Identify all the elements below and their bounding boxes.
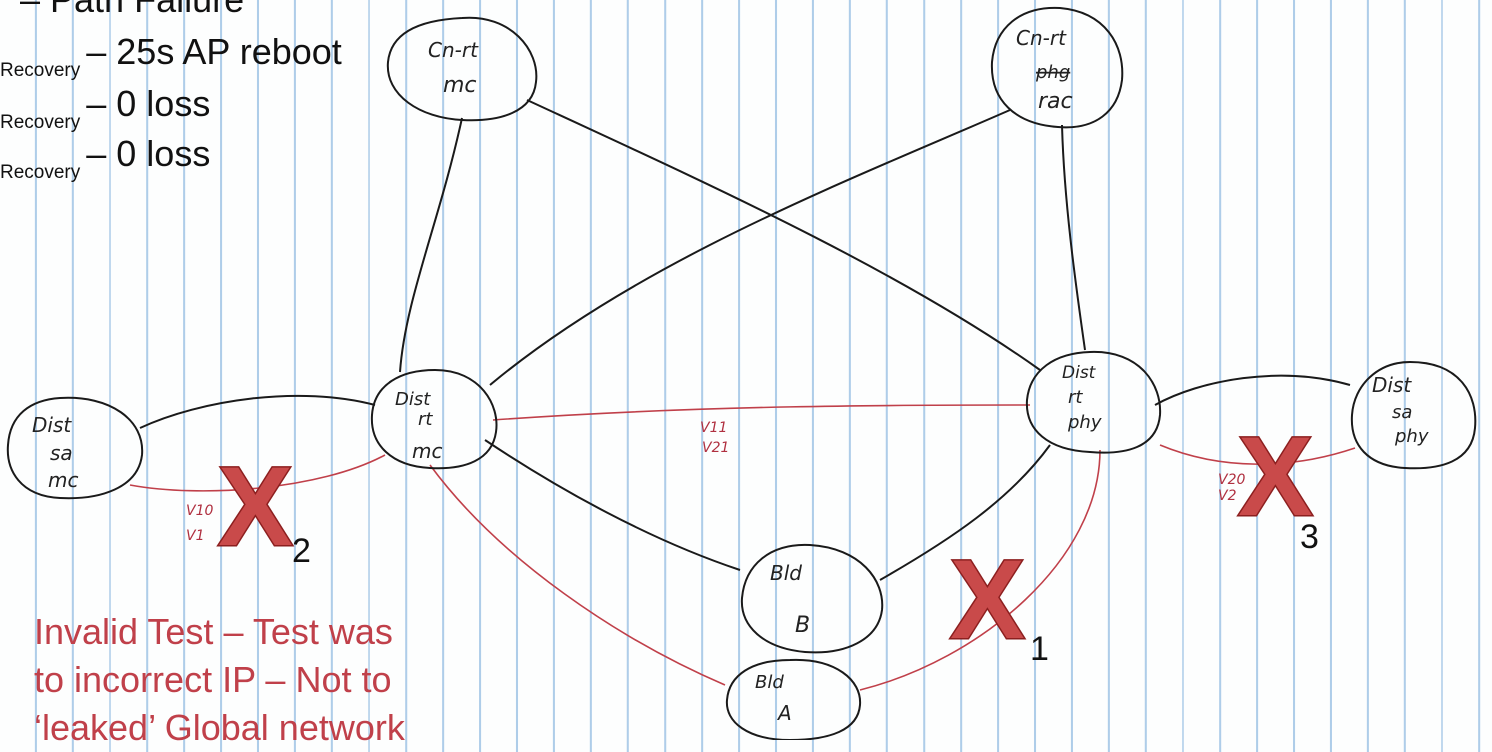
note-line-2: to incorrect IP – Not to bbox=[34, 659, 392, 700]
note-line-3: ‘leaked’ Global network bbox=[34, 707, 405, 748]
link-cn-rt-mc-to-dist-rt-phy bbox=[526, 99, 1041, 371]
result-row-1: Recovery– 25s AP reboot bbox=[0, 31, 342, 82]
link-cn-rt-rac-to-dist-rt-mc bbox=[489, 109, 1011, 386]
svg-text:1: 1 bbox=[1030, 630, 1049, 668]
svg-text:phy: phy bbox=[1067, 412, 1102, 433]
result-1-text: – 25s AP reboot bbox=[86, 31, 342, 72]
svg-text:rac: rac bbox=[1038, 89, 1073, 114]
link-label-v2: V2 bbox=[1218, 488, 1237, 504]
svg-text:Dist: Dist bbox=[395, 389, 431, 410]
result-2-text: – 0 loss bbox=[86, 83, 211, 124]
link-cn-rt-rac-to-dist-rt-phy bbox=[1061, 124, 1086, 351]
node-dist-sa-phy: Dist sa phy bbox=[1350, 360, 1477, 470]
svg-text:X: X bbox=[950, 537, 1025, 662]
link-dist-rt-phy-to-bld-b bbox=[879, 444, 1051, 581]
result-row-2: Recovery– 0 loss bbox=[0, 83, 211, 134]
link-label-v20: V20 bbox=[1218, 472, 1245, 488]
svg-text:3: 3 bbox=[1300, 518, 1319, 556]
svg-text:phg: phg bbox=[1035, 62, 1070, 83]
node-cn-rt-rac: Cn-rt phg rac bbox=[990, 6, 1124, 129]
svg-text:X: X bbox=[1238, 414, 1313, 539]
svg-text:Dist: Dist bbox=[32, 413, 72, 437]
svg-text:Cn-rt: Cn-rt bbox=[428, 38, 479, 62]
header-partial: – Path Failure bbox=[20, 0, 244, 18]
failure-marker-1: X 1 bbox=[949, 536, 1049, 669]
node-dist-rt-mc: Dist rt mc bbox=[370, 368, 498, 470]
svg-text:mc: mc bbox=[412, 439, 442, 463]
svg-text:2: 2 bbox=[292, 532, 311, 570]
link-label-v21: V21 bbox=[702, 440, 729, 456]
svg-text:B: B bbox=[795, 613, 810, 638]
result-2-sub: Recovery bbox=[0, 112, 81, 133]
node-dist-sa-mc: Dist sa mc bbox=[6, 396, 144, 500]
svg-text:Bld: Bld bbox=[755, 672, 784, 693]
node-dist-rt-phy: Dist rt phy bbox=[1025, 350, 1162, 454]
result-3-sub: Recovery bbox=[0, 162, 81, 183]
test-results-overlay: – Path Failure Recovery– 25s AP reboot R… bbox=[0, 0, 420, 190]
result-row-3: Recovery– 0 loss bbox=[0, 133, 211, 184]
link-red-dist-rt-phy-to-dist-sa-phy bbox=[1159, 444, 1356, 465]
node-bld-b: Bld B bbox=[740, 543, 884, 654]
link-red-dist-sa-mc-to-dist-rt-mc bbox=[129, 454, 386, 492]
note-line-1: Invalid Test – Test was bbox=[34, 611, 393, 652]
svg-text:A: A bbox=[776, 701, 792, 725]
link-dist-sa-mc-to-dist-rt-mc bbox=[139, 394, 376, 429]
invalid-test-note: Invalid Test – Test was to incorrect IP … bbox=[34, 608, 405, 752]
svg-text:rt: rt bbox=[1068, 387, 1083, 408]
svg-text:mc: mc bbox=[443, 73, 477, 98]
node-bld-a: Bld A bbox=[725, 658, 862, 740]
link-cn-rt-mc-to-dist-rt-mc bbox=[399, 117, 463, 373]
svg-text:X: X bbox=[218, 444, 293, 569]
node-cn-rt-mc: Cn-rt mc bbox=[386, 16, 538, 122]
svg-text:Dist: Dist bbox=[1062, 363, 1097, 383]
link-dist-rt-mc-to-bld-b bbox=[484, 439, 741, 571]
link-label-v10: V10 bbox=[186, 503, 213, 519]
link-dist-rt-phy-to-dist-sa-phy bbox=[1154, 374, 1351, 406]
result-1-sub: Recovery bbox=[0, 60, 81, 81]
svg-text:Cn-rt: Cn-rt bbox=[1016, 26, 1067, 50]
result-3-text: – 0 loss bbox=[86, 133, 211, 174]
link-red-dist-rt-phy-to-bld-a bbox=[859, 449, 1101, 691]
svg-text:Bld: Bld bbox=[770, 561, 802, 585]
link-label-v1: V1 bbox=[186, 528, 204, 544]
link-label-v11: V11 bbox=[700, 420, 727, 436]
svg-text:phy: phy bbox=[1394, 426, 1429, 447]
failure-marker-3: X 3 bbox=[1237, 413, 1319, 557]
link-red-dist-rt-mc-to-bld-a bbox=[429, 464, 726, 686]
failure-marker-2: X 2 bbox=[217, 443, 311, 571]
svg-text:mc: mc bbox=[48, 468, 78, 492]
svg-text:sa: sa bbox=[50, 441, 73, 465]
link-red-dist-rt-mc-to-dist-rt-phy bbox=[492, 404, 1031, 421]
svg-text:rt: rt bbox=[418, 409, 433, 430]
svg-text:sa: sa bbox=[1392, 402, 1412, 423]
svg-text:Dist: Dist bbox=[1372, 373, 1412, 397]
